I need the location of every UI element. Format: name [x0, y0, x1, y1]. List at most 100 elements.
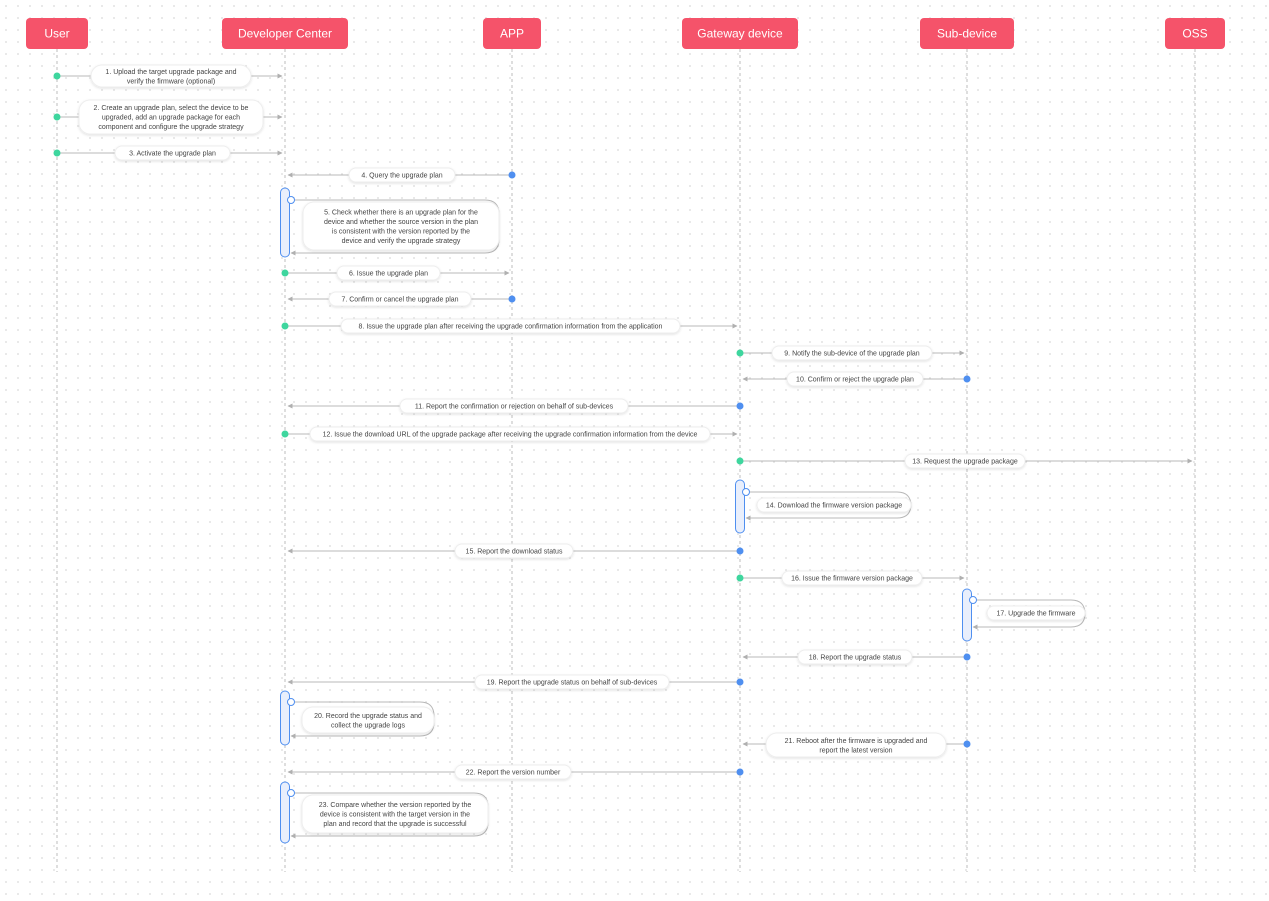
- self-message-start-dot: [287, 698, 295, 706]
- message-21: 21. Reboot after the firmware is upgrade…: [742, 732, 971, 758]
- message-1: 1. Upload the target upgrade package and…: [53, 64, 283, 88]
- message-label-box: [771, 345, 933, 361]
- responder-dot: [736, 768, 744, 776]
- message-12: 12. Issue the download URL of the upgrad…: [281, 426, 738, 442]
- message-label-text: 19. Report the upgrade status on behalf …: [487, 680, 658, 687]
- actor-box: [483, 18, 541, 49]
- message-label-text: 17. Upgrade the firmware: [997, 611, 1076, 618]
- message-13: 13. Request the upgrade package: [736, 453, 1193, 469]
- message-17: 17. Upgrade the firmware: [969, 596, 1086, 630]
- actor-label: APP: [500, 27, 524, 41]
- message-label-text: 8. Issue the upgrade plan after receivin…: [359, 324, 663, 331]
- message-label-box: [301, 794, 489, 834]
- message-label-text: report the latest version: [819, 747, 892, 754]
- message-label-text: 14. Download the firmware version packag…: [766, 503, 902, 510]
- message-label-text: 11. Report the confirmation or rejection…: [415, 404, 614, 411]
- message-label-text: 1. Upload the target upgrade package and: [105, 69, 236, 76]
- message-label-text: 16. Issue the firmware version package: [791, 576, 913, 583]
- message-label-text: verify the firmware (optional): [127, 78, 215, 85]
- sender-dot: [53, 113, 61, 121]
- message-label-text: 12. Issue the download URL of the upgrad…: [323, 432, 698, 439]
- message-2: 2. Create an upgrade plan, select the de…: [53, 99, 283, 135]
- message-4: 4. Query the upgrade plan: [287, 167, 516, 183]
- message-9: 9. Notify the sub-device of the upgrade …: [736, 345, 965, 361]
- actor-box: [1165, 18, 1225, 49]
- message-label-text: 23. Compare whether the version reported…: [319, 802, 472, 809]
- message-8: 8. Issue the upgrade plan after receivin…: [281, 318, 738, 334]
- message-label-text: component and configure the upgrade stra…: [98, 124, 244, 131]
- activation-bars: [280, 187, 972, 844]
- message-label-box: [474, 674, 670, 690]
- message-label-text: upgraded, add an upgrade package for eac…: [102, 115, 240, 122]
- message-label-box: [114, 145, 231, 161]
- activation-bar: [280, 187, 290, 258]
- sender-dot: [736, 349, 744, 357]
- responder-dot: [963, 375, 971, 383]
- self-message-start-dot: [742, 488, 750, 496]
- message-label-box: [90, 64, 252, 88]
- message-label-text: 15. Report the download status: [466, 549, 563, 556]
- message-label-text: 20. Record the upgrade status and: [314, 713, 422, 720]
- message-15: 15. Report the download status: [287, 543, 744, 559]
- responder-dot: [963, 740, 971, 748]
- message-label-text: device is consistent with the target ver…: [320, 812, 470, 819]
- message-label-text: 5. Check whether there is an upgrade pla…: [324, 209, 478, 216]
- message-10: 10. Confirm or reject the upgrade plan: [742, 371, 971, 387]
- message-label-box: [797, 649, 913, 665]
- responder-dot: [736, 678, 744, 686]
- message-label-box: [756, 497, 912, 513]
- message-5: 5. Check whether there is an upgrade pla…: [287, 196, 500, 256]
- actor-label: OSS: [1182, 27, 1207, 41]
- message-label-box: [781, 570, 923, 586]
- sender-dot: [53, 149, 61, 157]
- message-label-text: 22. Report the version number: [466, 770, 561, 777]
- message-label-box: [765, 732, 947, 758]
- message-18: 18. Report the upgrade status: [742, 649, 971, 665]
- message-label-text: device and verify the upgrade strategy: [342, 238, 461, 245]
- message-label-text: 18. Report the upgrade status: [809, 655, 902, 662]
- message-19: 19. Report the upgrade status on behalf …: [287, 674, 744, 690]
- message-label-box: [348, 167, 456, 183]
- message-14: 14. Download the firmware version packag…: [742, 488, 912, 521]
- actor-dev: Developer Center: [222, 18, 348, 49]
- activation-bar: [280, 781, 290, 844]
- message-label-text: collect the upgrade logs: [331, 722, 405, 729]
- sender-dot: [53, 72, 61, 80]
- message-7: 7. Confirm or cancel the upgrade plan: [287, 291, 516, 307]
- message-label-box: [454, 764, 572, 780]
- message-label-box: [309, 426, 711, 442]
- message-label-text: 3. Activate the upgrade plan: [129, 151, 216, 158]
- activation-bar: [280, 690, 290, 746]
- actor-box: [26, 18, 88, 49]
- message-6: 6. Issue the upgrade plan: [281, 265, 510, 281]
- actor-label: User: [44, 27, 69, 41]
- message-label-box: [328, 291, 472, 307]
- message-20: 20. Record the upgrade status and collect…: [287, 698, 435, 739]
- message-16: 16. Issue the firmware version package: [736, 570, 965, 586]
- message-label-box: [986, 605, 1086, 621]
- self-message-start-dot: [287, 196, 295, 204]
- message-label-box: [336, 265, 441, 281]
- self-message-start-dot: [287, 789, 295, 797]
- actor-app: APP: [483, 18, 541, 49]
- message-label-text: plan and record that the upgrade is succ…: [323, 821, 467, 828]
- message-label-box: [454, 543, 574, 559]
- actor-gw: Gateway device: [682, 18, 798, 49]
- message-label-box: [786, 371, 924, 387]
- message-label-text: 6. Issue the upgrade plan: [349, 271, 428, 278]
- actor-label: Gateway device: [697, 27, 783, 41]
- actor-oss: OSS: [1165, 18, 1225, 49]
- message-11: 11. Report the confirmation or rejection…: [287, 398, 744, 414]
- message-label-box: [340, 318, 681, 334]
- actor-sub: Sub-device: [920, 18, 1014, 49]
- message-label-text: 7. Confirm or cancel the upgrade plan: [341, 297, 458, 304]
- message-label-text: is consistent with the version reported …: [332, 228, 470, 235]
- actor-box: [682, 18, 798, 49]
- message-label-text: 4. Query the upgrade plan: [361, 173, 442, 180]
- self-message-start-dot: [969, 596, 977, 604]
- message-label-box: [78, 99, 264, 135]
- message-label-text: 21. Reboot after the firmware is upgrade…: [785, 738, 928, 745]
- responder-dot: [508, 295, 516, 303]
- message-label-text: 10. Confirm or reject the upgrade plan: [796, 377, 914, 384]
